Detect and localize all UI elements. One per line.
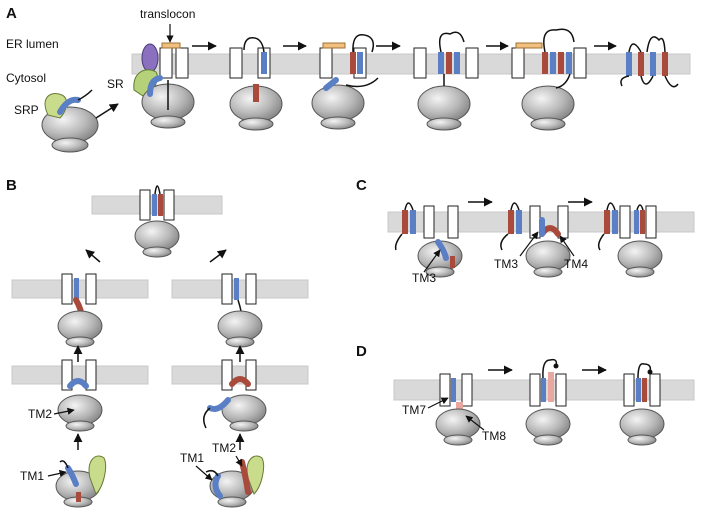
srp-ribosome-complex [41,89,99,153]
tm2-label-right: TM2 [212,441,236,455]
translocon-label: translocon [140,7,195,21]
b-right-state-1-srp [205,455,265,508]
insertion-step-4 [413,31,479,131]
b-left-state-1-srp [55,455,107,508]
b-right-state-3 [217,273,263,348]
membrane-a [131,53,691,75]
panel-label-b: B [6,177,17,194]
cytosol-label: Cytosol [6,71,46,85]
tm8-label: TM8 [482,429,506,443]
tm3-label-c2: TM3 [494,257,518,271]
panel-a: ER lumen Cytosol translocon SR SRP [6,7,691,153]
insertion-step-3 [311,34,379,130]
tm1-label-right: TM1 [180,451,204,465]
b-left-state-2 [57,359,103,432]
d-step-2 [525,358,571,446]
c-step-3 [597,202,663,278]
panel-b: TM2 TM1 [11,185,309,508]
panel-label-d: D [356,343,367,360]
panel-label-a: A [6,5,17,22]
b-left-state-3 [57,273,103,348]
panel-d: TM7 TM8 [393,358,695,446]
er-lumen-label: ER lumen [6,37,59,51]
tm1-label-left: TM1 [20,469,44,483]
arrow-a0 [95,103,119,119]
sr-label: SR [107,77,124,91]
panel-label-c: C [356,177,367,194]
tm7-label: TM7 [402,403,426,417]
ribosome-at-translocon [133,42,195,129]
c-step-2 [500,202,571,278]
srp-label: SRP [14,103,39,117]
panel-c: TM3 TM3 TM4 [387,197,695,285]
b-right-state-2 [203,359,267,432]
tm4-label-c2: TM4 [564,257,588,271]
insertion-step-5 [511,28,587,131]
b-top-state [134,185,180,258]
tm2-label-left: TM2 [28,407,52,421]
insertion-step-6-final [620,36,679,88]
d-step-3 [619,363,665,446]
insertion-step-2 [229,37,283,131]
tm3-label-c1: TM3 [412,271,436,285]
